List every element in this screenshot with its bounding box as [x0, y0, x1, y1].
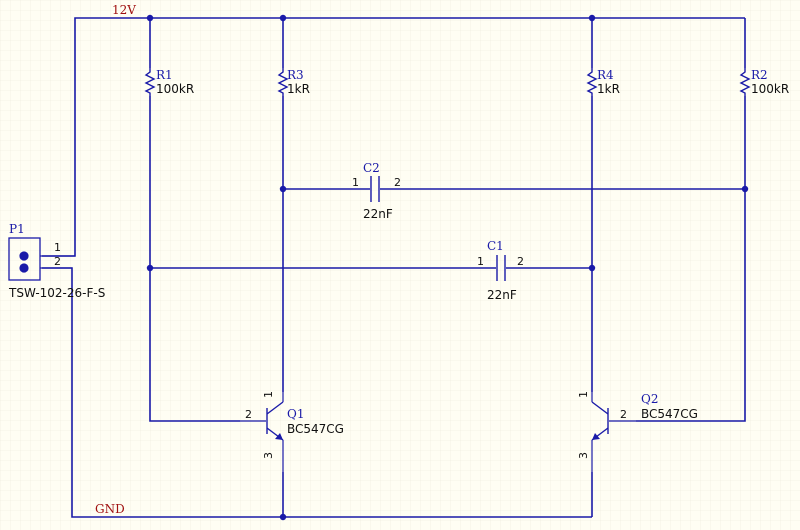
connector-pin-1 [19, 251, 29, 261]
transistor-pin-number: 2 [620, 408, 627, 421]
junctions [146, 14, 749, 521]
resistor-value: 1kR [597, 82, 620, 96]
capacitor-c1[interactable]: C1 1 2 22nF [460, 239, 530, 302]
wire-r1-base-q1 [149, 96, 240, 422]
transistor-part: BC547CG [641, 407, 698, 421]
resistor-symbol [144, 68, 156, 96]
transistor-pin-number: 2 [245, 408, 252, 421]
resistor-ref: R3 [287, 68, 304, 82]
transistor-ref: Q1 [287, 407, 304, 421]
resistor-value: 100kR [751, 82, 789, 96]
junction-dot [146, 14, 154, 22]
capacitor-value: 22nF [487, 288, 517, 302]
resistor-ref: R1 [156, 68, 173, 82]
transistor-collector-leg [266, 401, 284, 415]
resistor-r1[interactable]: R1 100kR [144, 68, 194, 96]
transistor-q2[interactable]: 1 2 3 Q2 BC547CG [577, 391, 698, 472]
junction-dot [146, 264, 154, 272]
transistor-arrow [592, 433, 600, 440]
connector-pin-2 [19, 263, 29, 273]
connector-body [8, 237, 41, 281]
transistor-pin-number: 3 [262, 452, 275, 459]
transistor-arrow [275, 433, 283, 440]
junction-dot [279, 14, 287, 22]
resistor-symbol [739, 68, 751, 96]
junction-dot [279, 185, 287, 193]
transistor-pin-number: 1 [577, 391, 590, 398]
transistor-pin-number: 1 [262, 391, 275, 398]
connector-p1[interactable]: P1 1 2 TSW-102-26-F-S [8, 222, 105, 300]
transistor-ref: Q2 [641, 392, 658, 406]
connector-pin-number: 1 [54, 241, 61, 254]
junction-dot [588, 14, 596, 22]
resistor-symbol [277, 68, 289, 96]
resistor-value: 100kR [156, 82, 194, 96]
resistor-r3[interactable]: R3 1kR [277, 68, 310, 96]
transistor-part: BC547CG [287, 422, 344, 436]
resistor-r2[interactable]: R2 100kR [739, 68, 789, 96]
capacitor-ref: C2 [363, 161, 380, 175]
connector-pin-number: 2 [54, 255, 61, 268]
resistor-r4[interactable]: R4 1kR [586, 68, 620, 96]
transistor-collector-leg [591, 401, 609, 415]
capacitor-value: 22nF [363, 207, 393, 221]
resistor-symbol [586, 68, 598, 96]
resistor-value: 1kR [287, 82, 310, 96]
connector-ref: P1 [9, 222, 25, 236]
capacitor-pin-number: 1 [477, 255, 484, 268]
transistor-q1[interactable]: 1 2 3 Q1 BC547CG [240, 391, 344, 472]
transistor-pin-number: 3 [577, 452, 590, 459]
capacitor-ref: C1 [487, 239, 504, 253]
connector-part: TSW-102-26-F-S [8, 286, 105, 300]
net-label-gnd: GND [95, 502, 125, 516]
net-label-12v: 12V [112, 3, 136, 17]
resistor-ref: R4 [597, 68, 614, 82]
junction-dot [741, 185, 749, 193]
capacitor-c2[interactable]: C2 1 2 22nF [340, 161, 410, 221]
capacitor-pin-number: 2 [517, 255, 524, 268]
wire-r2-base-q2 [636, 96, 746, 422]
junction-dot [588, 264, 596, 272]
junction-dot [279, 513, 287, 521]
resistor-ref: R2 [751, 68, 768, 82]
capacitor-pin-number: 2 [394, 176, 401, 189]
capacitor-pin-number: 1 [352, 176, 359, 189]
